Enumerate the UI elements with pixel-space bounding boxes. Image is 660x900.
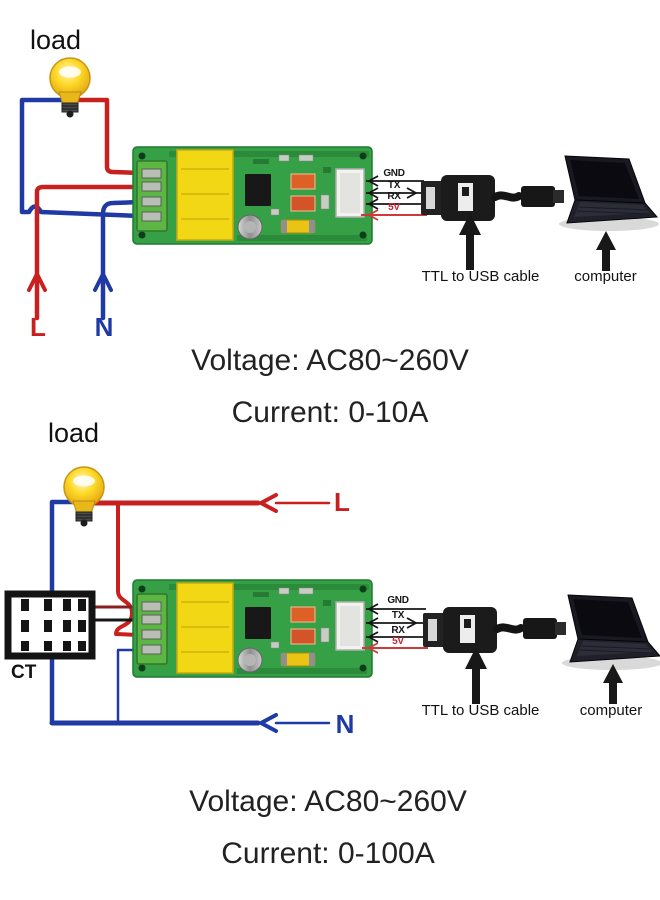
neutral-line-label: N [335, 709, 355, 739]
wire-live [85, 493, 331, 637]
ct-label: CT [11, 662, 37, 683]
current-spec: Current: 0-10A [231, 396, 429, 429]
voltage-spec: Voltage: AC80~260V [189, 785, 467, 818]
signal-wires [362, 603, 428, 654]
computer-pointer-arrow [596, 231, 616, 271]
pcb-module-graphic [132, 146, 373, 245]
live-line-label: L [30, 312, 46, 342]
cable-pointer-arrow [459, 213, 481, 270]
ttl-usb-adapter-graphic [423, 607, 566, 653]
voltage-spec: Voltage: AC80~260V [191, 344, 469, 377]
load-label: load [48, 418, 100, 448]
pin-label-5v: 5V [388, 202, 400, 213]
computer-caption: computer [574, 268, 637, 285]
laptop-graphic [558, 155, 660, 232]
load-bulb-graphic [49, 57, 91, 119]
signal-wires [361, 175, 427, 221]
computer-pointer-arrow [603, 664, 623, 704]
pin-label-gnd: GND [387, 595, 409, 606]
pin-label-rx: RX [391, 625, 405, 636]
cable-caption: TTL to USB cable [421, 702, 540, 719]
laptop-graphic [561, 594, 660, 671]
cable-pointer-arrow [465, 647, 487, 704]
bottom-diagram [4, 466, 660, 733]
live-line-label: L [334, 487, 350, 517]
cable-caption: TTL to USB cable [421, 268, 540, 285]
load-label: load [30, 25, 82, 55]
wire-live [27, 97, 143, 321]
computer-caption: computer [579, 702, 643, 719]
pin-label-5v: 5V [392, 636, 404, 647]
pin-label-gnd: GND [383, 168, 405, 179]
current-spec: Current: 0-100A [221, 837, 435, 870]
ct-graphic [4, 590, 96, 660]
pcb-module-graphic [132, 579, 373, 678]
ttl-usb-adapter-graphic [421, 175, 564, 221]
wire-neutral [19, 97, 143, 321]
top-diagram [19, 57, 660, 321]
pin-label-rx: RX [387, 191, 401, 202]
neutral-line-label: N [94, 312, 114, 342]
pin-label-tx: TX [387, 180, 401, 191]
load-bulb-graphic [63, 466, 105, 528]
pin-label-tx: TX [391, 610, 405, 621]
